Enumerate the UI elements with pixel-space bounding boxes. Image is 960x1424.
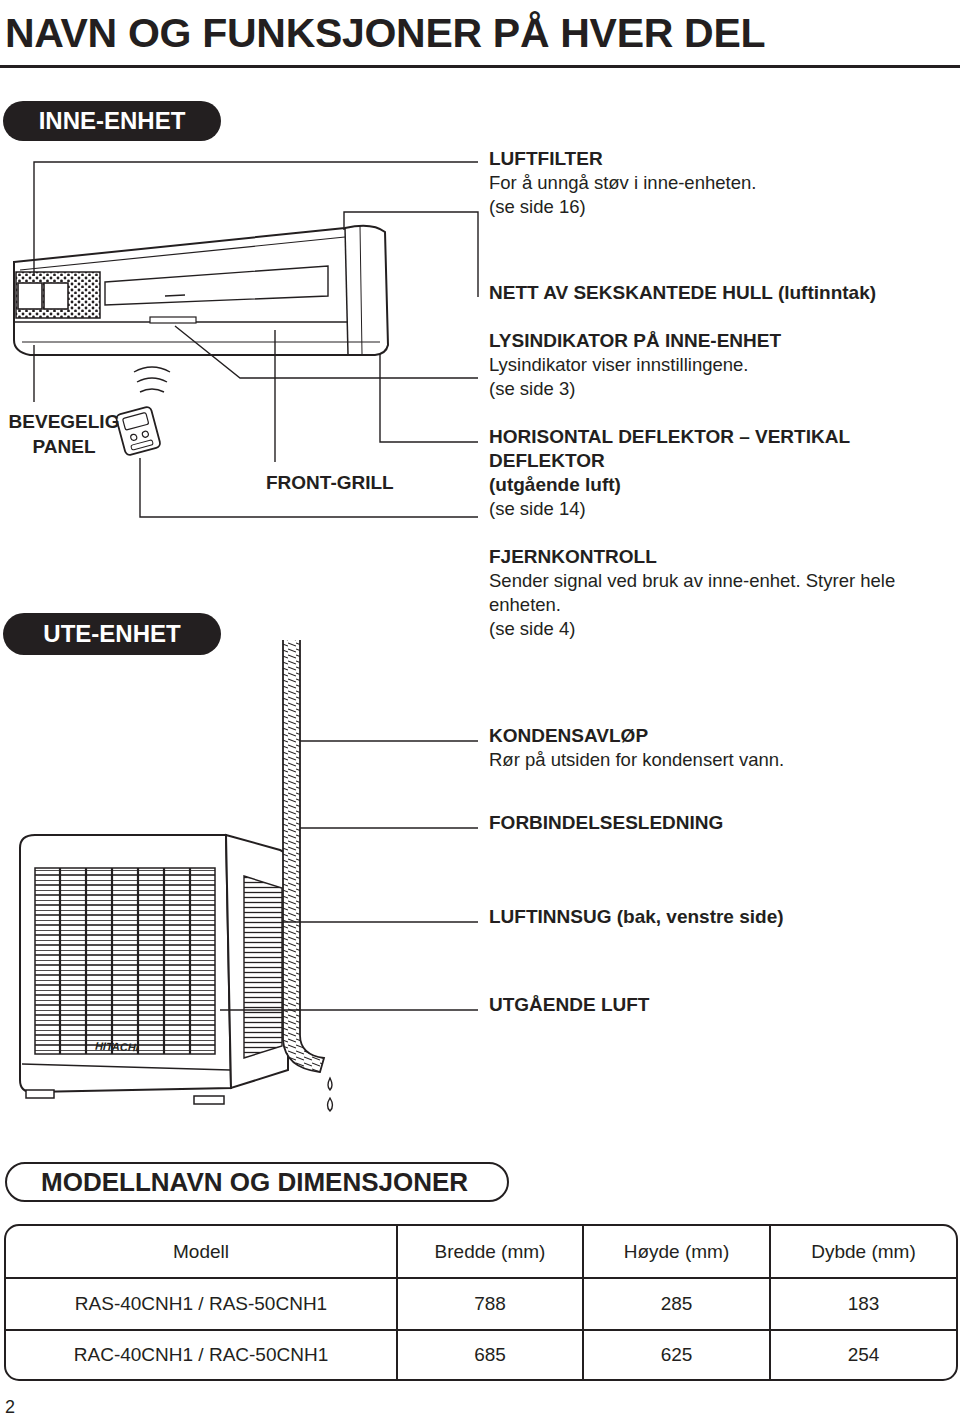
part-name: KONDENSAVLØP xyxy=(489,724,954,748)
part-description: Lysindikator viser innstillingene. xyxy=(489,353,954,377)
brand-mark: HITACHI xyxy=(95,1039,165,1055)
part-name: LYSINDIKATOR PÅ INNE-ENHET xyxy=(489,329,954,353)
part-name: BEVEGELIG PANEL xyxy=(2,409,126,459)
part-description: (se side 3) xyxy=(489,377,954,401)
table-cell: 285 xyxy=(583,1278,770,1330)
part-name: NETT AV SEKSKANTEDE HULL (luftinntak) xyxy=(489,281,954,305)
part-description: (se side 16) xyxy=(489,195,954,219)
part-name: UTGÅENDE LUFT xyxy=(489,993,954,1017)
table-cell: Modell xyxy=(5,1225,397,1278)
table-grid xyxy=(5,1225,957,1380)
table-cell: Bredde (mm) xyxy=(397,1225,583,1278)
section-band: UTE-ENHET xyxy=(3,613,221,655)
table-cell: RAC-40CNH1 / RAC-50CNH1 xyxy=(5,1330,397,1380)
callout-group: LYSINDIKATOR PÅ INNE-ENHETLysindikator v… xyxy=(489,329,954,401)
part-description: (se side 14) xyxy=(489,497,889,521)
part-name: HORISONTAL DEFLEKTOR – VERTIKAL DEFLEKTO… xyxy=(489,425,889,473)
band-label: INNE-ENHET xyxy=(39,108,186,134)
band-label: MODELLNAVN OG DIMENSJONER xyxy=(41,1168,468,1197)
table-cell: 625 xyxy=(583,1330,770,1380)
table-cell: 788 xyxy=(397,1278,583,1330)
callout-group: LUFTFILTERFor å unngå støv i inne-enhete… xyxy=(489,147,954,219)
leader-lines xyxy=(220,741,478,1010)
part-name: (utgående luft) xyxy=(489,473,889,497)
part-name: FRONT-GRILL xyxy=(266,471,416,495)
table-cell: 254 xyxy=(770,1330,957,1380)
part-description: For å unngå støv i inne-enheten. xyxy=(489,171,954,195)
part-name: FJERNKONTROLL xyxy=(489,545,949,569)
section-heading-box: MODELLNAVN OG DIMENSJONER xyxy=(5,1162,509,1202)
callout-group: HORISONTAL DEFLEKTOR – VERTIKAL DEFLEKTO… xyxy=(489,425,889,521)
table-cell: 183 xyxy=(770,1278,957,1330)
leader-lines xyxy=(34,162,478,517)
part-description: Sender signal ved bruk av inne-enhet. St… xyxy=(489,569,949,617)
rule xyxy=(0,65,960,68)
callout-group: UTGÅENDE LUFT xyxy=(489,993,954,1017)
table-cell: Høyde (mm) xyxy=(583,1225,770,1278)
table-cell: RAS-40CNH1 / RAS-50CNH1 xyxy=(5,1278,397,1330)
part-name: LUFTINNSUG (bak, venstre side) xyxy=(489,905,954,929)
part-description: Rør på utsiden for kondensert vann. xyxy=(489,748,954,772)
part-name: LUFTFILTER xyxy=(489,147,954,171)
part-name: FORBINDELSESLEDNING xyxy=(489,811,954,835)
callout-group: NETT AV SEKSKANTEDE HULL (luftinntak) xyxy=(489,281,954,305)
band-label: UTE-ENHET xyxy=(43,621,180,647)
page-number: 2 xyxy=(5,1396,45,1418)
drain-pipe xyxy=(283,640,333,1111)
callout-group: FJERNKONTROLLSender signal ved bruk av i… xyxy=(489,545,949,641)
page-title: NAVN OG FUNKSJONER PÅ HVER DEL xyxy=(5,8,765,58)
table-cell: Dybde (mm) xyxy=(770,1225,957,1278)
part-description: (se side 4) xyxy=(489,617,949,641)
callout-group: LUFTINNSUG (bak, venstre side) xyxy=(489,905,954,929)
table-cell: 685 xyxy=(397,1330,583,1380)
remote-control xyxy=(115,367,170,456)
callout-group: FORBINDELSESLEDNING xyxy=(489,811,954,835)
indoor-unit xyxy=(14,226,388,355)
section-band: INNE-ENHET xyxy=(3,101,221,141)
callout-group: KONDENSAVLØPRør på utsiden for kondenser… xyxy=(489,724,954,772)
outdoor-unit xyxy=(20,835,288,1104)
